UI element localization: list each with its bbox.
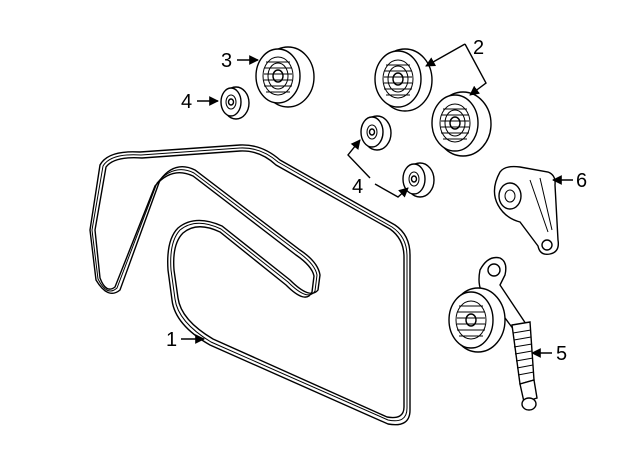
callout-label-4-left: 4 (181, 91, 192, 113)
small-pulley-upper-right (360, 115, 392, 151)
idler-pulley-lower (431, 91, 492, 157)
idler-pulley-upper (374, 48, 433, 112)
small-pulley-lower-right (402, 162, 435, 198)
outer-belt (89, 144, 411, 426)
belt-tensioner (448, 256, 538, 411)
callout-label-5: 5 (556, 343, 567, 365)
callout-label-2: 2 (473, 37, 484, 59)
callout-label-4-right: 4 (352, 176, 363, 198)
callout-label-6: 6 (576, 170, 587, 192)
small-pulley (220, 86, 250, 120)
callout-label-3: 3 (221, 50, 232, 72)
callout-leaders (181, 43, 573, 358)
tensioner-bracket (493, 165, 560, 256)
callout-label-1: 1 (166, 329, 177, 351)
large-idler-pulley (255, 46, 315, 108)
